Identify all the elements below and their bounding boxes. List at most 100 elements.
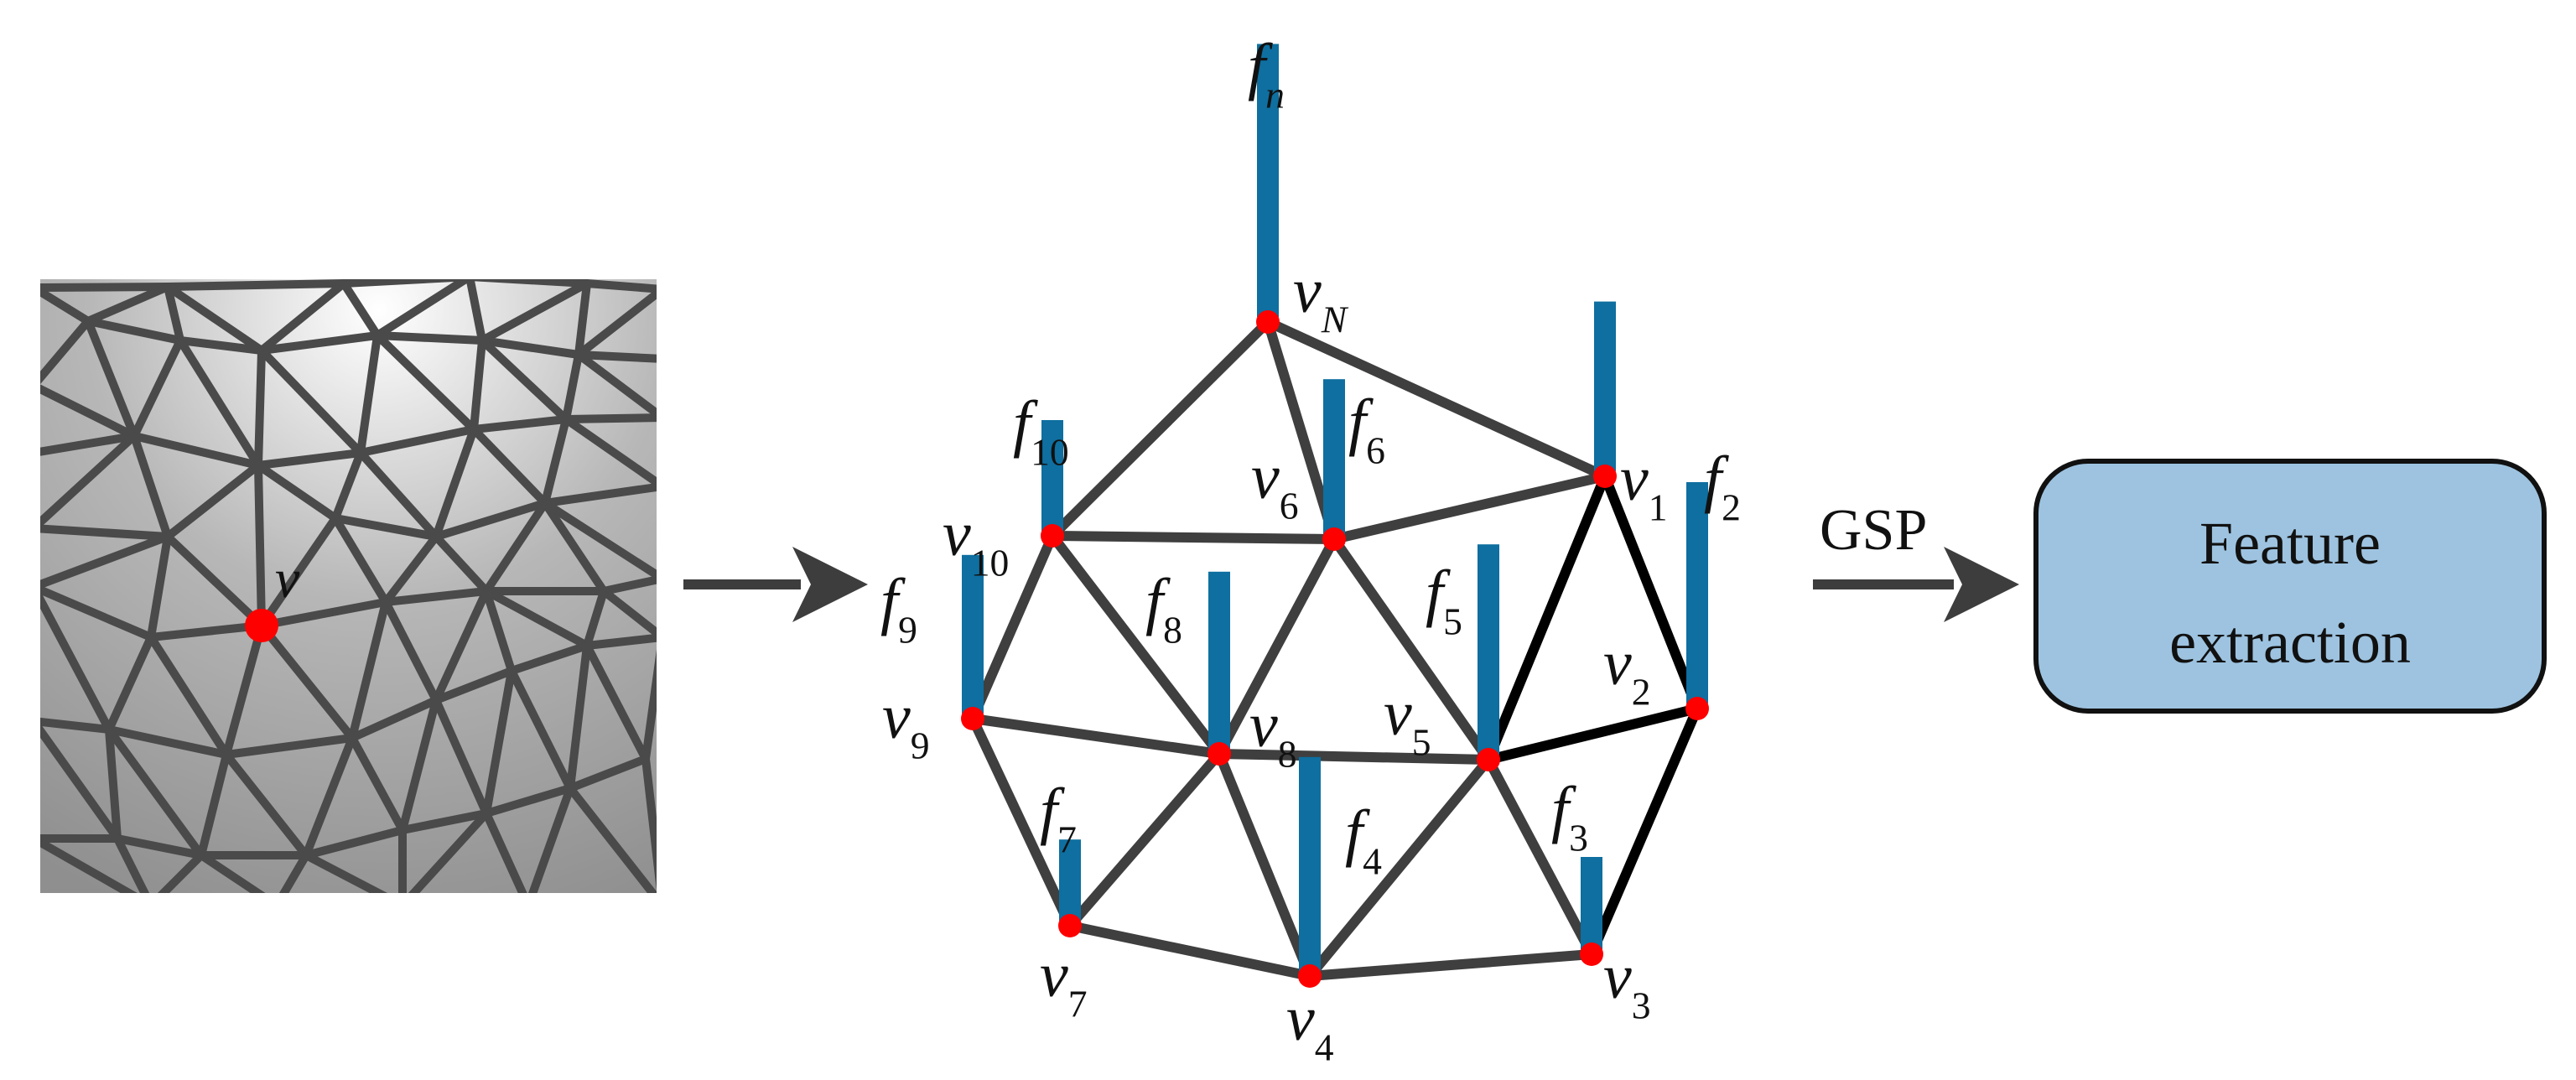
mesh-edge <box>566 755 650 792</box>
vertex-label-v2: v2 <box>1603 628 1651 713</box>
mesh-edge <box>482 499 549 595</box>
mesh-edge <box>432 532 491 595</box>
vertex-label-v10-base: v <box>943 499 971 569</box>
mesh-edge <box>40 432 138 456</box>
feature-label-vN-subscript: n <box>1265 73 1285 116</box>
mesh-edge <box>528 784 574 893</box>
feature-label-vN: fn <box>1248 31 1285 116</box>
mesh-edge <box>541 499 608 595</box>
mesh-edge <box>600 575 657 595</box>
graph-edge-vN-v10 <box>1047 317 1273 541</box>
graph-vertex-v9 <box>961 707 984 730</box>
mesh-edge <box>164 279 348 291</box>
feature-box-shape <box>2033 459 2547 714</box>
mesh-edge <box>340 279 382 340</box>
mesh-edge <box>130 432 262 470</box>
feature-label-v3-subscript: 3 <box>1569 816 1588 859</box>
mesh-edge <box>40 717 113 734</box>
mesh-edge <box>164 532 266 630</box>
mesh-edge <box>566 641 591 792</box>
mesh-vertex-v <box>245 609 278 642</box>
mesh-edge <box>302 826 407 859</box>
gsp-arrow-head <box>1944 547 2019 622</box>
mesh-edge <box>583 587 608 650</box>
mesh-edge <box>147 532 172 641</box>
mesh-edge <box>373 331 486 345</box>
feature-label-v4-subscript: 4 <box>1363 839 1382 882</box>
feature-label-v9-subscript: 9 <box>898 608 917 651</box>
vertex-label-v8-subscript: 8 <box>1278 732 1297 775</box>
vertex-label-v1-base: v <box>1620 444 1649 514</box>
mesh-edge <box>222 621 266 759</box>
feature-bar-v3 <box>1581 857 1602 949</box>
mesh-edge <box>340 279 473 288</box>
mesh-edge <box>600 587 657 638</box>
vertex-label-v3-base: v <box>1603 942 1632 1012</box>
mesh-edge <box>482 809 527 893</box>
arrow-head <box>792 547 868 622</box>
mesh-edge <box>254 461 340 522</box>
vertex-label-v10-subscript: 10 <box>971 541 1010 584</box>
mesh-edge <box>408 809 491 893</box>
vertex-label-vN-base: v <box>1293 256 1322 326</box>
vertex-label-v8: v8 <box>1249 690 1297 775</box>
mesh-edge <box>40 590 113 734</box>
graph-edge-v5-v3 <box>1483 755 1597 959</box>
mesh-edge <box>257 598 390 630</box>
mesh-edge <box>84 283 172 325</box>
feature-bar-v7 <box>1059 839 1081 921</box>
graph-vertex-vN <box>1256 310 1280 334</box>
mesh-edge <box>541 482 657 507</box>
mesh-edge <box>583 633 657 650</box>
mesh-edge <box>478 336 570 423</box>
mesh-edge <box>482 587 516 675</box>
vertex-label-v6: v6 <box>1251 442 1299 527</box>
graph-vertex-v5 <box>1477 748 1500 771</box>
mesh-edge <box>176 336 266 355</box>
graph-edge-v6-v1 <box>1329 471 1610 544</box>
vertex-label-v9: v9 <box>882 682 930 766</box>
mesh-edge <box>113 834 205 859</box>
feature-bar-v5 <box>1478 544 1499 755</box>
mesh-edge <box>164 283 184 345</box>
mesh-edge <box>348 734 407 834</box>
mesh-edge <box>641 649 657 763</box>
feature-label-v7-subscript: 7 <box>1057 818 1077 860</box>
vertex-label-v5-base: v <box>1384 678 1412 749</box>
vertex-label-v2-subscript: 2 <box>1632 670 1651 713</box>
mesh-edge <box>432 425 478 541</box>
graph-vertex-v6 <box>1322 527 1346 551</box>
feature-label-v6-subscript: 6 <box>1366 428 1385 471</box>
vertex-label-v5-subscript: 5 <box>1412 720 1431 763</box>
mesh-edge <box>40 837 138 893</box>
mesh-edge <box>147 633 231 759</box>
mesh-edge <box>482 587 591 650</box>
mesh-edge <box>257 279 348 355</box>
graph-vertices <box>961 310 1709 988</box>
vertex-label-v6-base: v <box>1251 442 1280 512</box>
vertex-label-v5: v5 <box>1384 678 1431 763</box>
mesh-edge <box>507 667 574 792</box>
mesh-edge <box>257 331 382 355</box>
graph-edge-v10-v9 <box>968 531 1057 724</box>
mesh-edge <box>432 696 491 818</box>
mesh-edge <box>254 461 266 630</box>
feature-label-v8-subscript: 8 <box>1163 608 1182 651</box>
mesh-edge <box>164 461 262 541</box>
feature-bar-vN <box>1257 44 1279 318</box>
vertex-label-v7-subscript: 7 <box>1068 982 1088 1025</box>
graph-edge-v9-v7 <box>968 714 1075 931</box>
mesh-edge <box>222 750 310 859</box>
feature-bar-v4 <box>1299 756 1321 971</box>
mesh-edge <box>40 723 122 843</box>
mesh-patch: v <box>40 279 657 893</box>
gsp-label: GSP <box>1820 498 1927 563</box>
vertex-label-v7-base: v <box>1040 940 1068 1010</box>
mesh-edge <box>331 449 365 522</box>
mesh-edge <box>470 415 570 434</box>
vertex-label-v9-subscript: 9 <box>911 724 930 766</box>
graph-vertex-v8 <box>1208 742 1231 766</box>
mesh-edge <box>541 499 657 580</box>
mesh-edge <box>398 809 491 834</box>
feature-bars <box>962 44 1708 971</box>
